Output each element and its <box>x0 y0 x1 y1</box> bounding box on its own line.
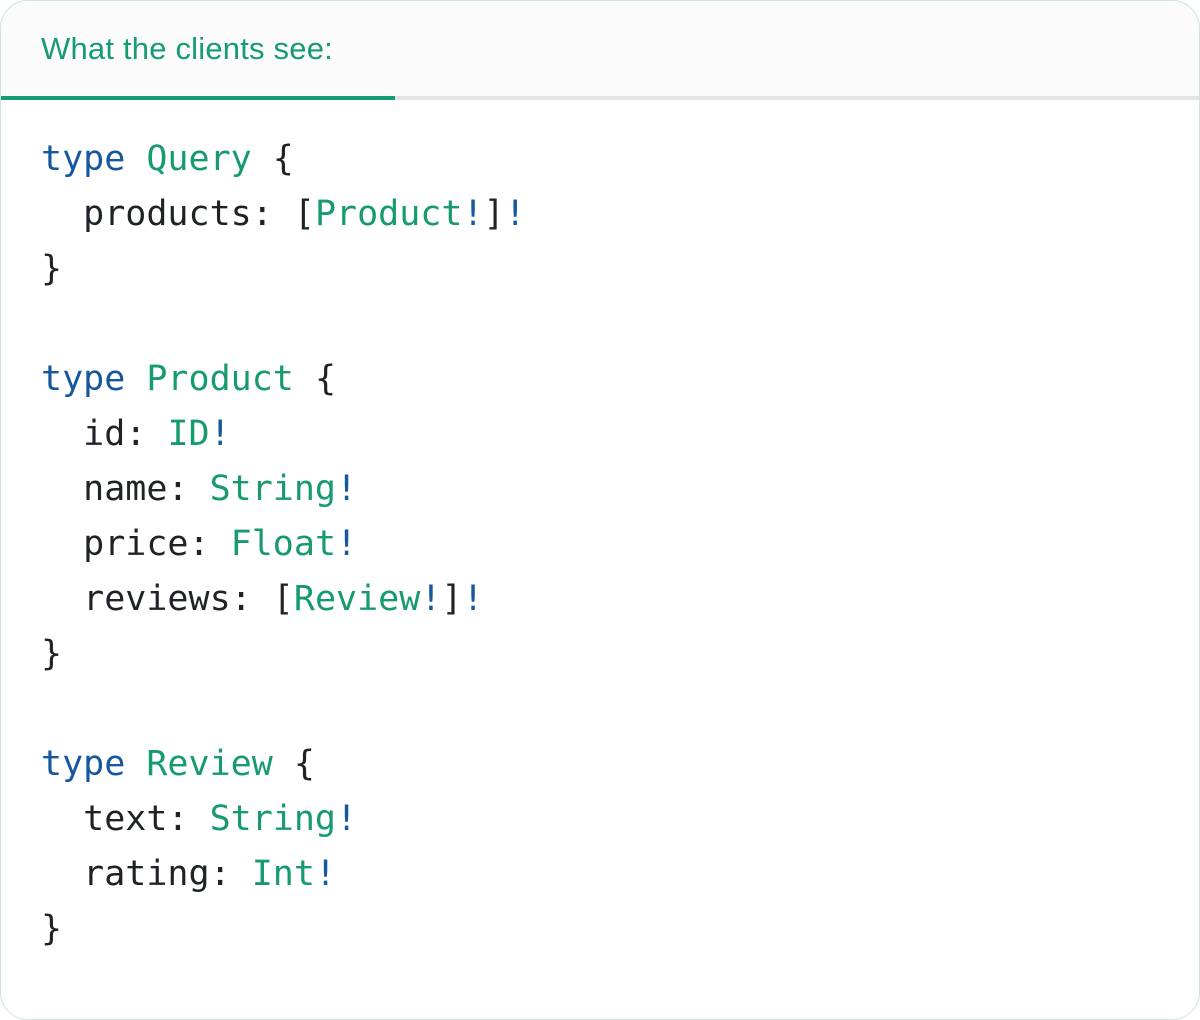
graphql-schema-code: type Query { products: [Product!]!}type … <box>1 100 1199 957</box>
code-token-bang: ! <box>314 854 337 894</box>
code-token-typename: Query <box>146 139 252 179</box>
code-token-plain: { <box>251 139 294 179</box>
code-token-plain: products: [ <box>41 194 315 234</box>
code-token-plain: id: <box>41 414 168 454</box>
code-token-plain: ] <box>441 579 463 619</box>
code-line: } <box>41 242 1169 297</box>
code-token-bang: ! <box>420 579 442 619</box>
code-token-plain: reviews: [ <box>41 579 294 619</box>
code-line: id: ID! <box>41 407 1169 462</box>
code-line: type Query { <box>41 132 1169 187</box>
code-line: text: String! <box>41 792 1169 847</box>
code-token-plain: { <box>272 744 315 784</box>
code-token-bang: ! <box>462 194 484 234</box>
code-token-typename: ID <box>167 414 210 454</box>
code-token-plain: rating: <box>41 854 252 894</box>
code-token-plain: price: <box>41 524 231 564</box>
code-token-bang: ! <box>336 524 358 564</box>
code-token-bang: ! <box>504 194 526 234</box>
code-token-typename: String <box>209 469 337 509</box>
code-line: rating: Int! <box>41 847 1169 902</box>
code-token-keyword: type <box>41 139 147 179</box>
code-line: } <box>41 627 1169 682</box>
code-line: reviews: [Review!]! <box>41 572 1169 627</box>
code-line <box>41 297 1169 352</box>
code-token-bang: ! <box>336 469 358 509</box>
code-line: type Review { <box>41 737 1169 792</box>
code-token-plain: } <box>41 249 63 289</box>
code-token-keyword: type <box>41 744 147 784</box>
code-token-keyword: type <box>41 359 147 399</box>
code-line: products: [Product!]! <box>41 187 1169 242</box>
tab-bar: What the clients see: <box>1 1 1199 100</box>
code-token-bang: ! <box>462 579 484 619</box>
code-token-typename: Float <box>230 524 337 564</box>
code-line: type Product { <box>41 352 1169 407</box>
code-line: name: String! <box>41 462 1169 517</box>
code-line <box>41 682 1169 737</box>
tab-label: What the clients see: <box>41 30 333 66</box>
code-token-plain: text: <box>41 799 210 839</box>
code-token-plain: ] <box>483 194 505 234</box>
code-token-plain: name: <box>41 469 210 509</box>
code-token-typename: Review <box>146 744 273 784</box>
code-token-typename: Product <box>314 194 463 234</box>
code-token-plain: } <box>41 634 63 674</box>
code-token-bang: ! <box>209 414 231 454</box>
code-token-typename: Review <box>293 579 421 619</box>
tab-what-clients-see[interactable]: What the clients see: <box>41 31 333 67</box>
active-tab-indicator <box>1 96 395 100</box>
code-line: } <box>41 902 1169 957</box>
code-line: price: Float! <box>41 517 1169 572</box>
code-token-plain: } <box>41 909 63 949</box>
code-token-plain: { <box>293 359 337 399</box>
code-token-typename: String <box>209 799 337 839</box>
code-token-typename: Product <box>146 359 294 399</box>
code-token-typename: Int <box>251 854 315 894</box>
code-token-bang: ! <box>336 799 358 839</box>
